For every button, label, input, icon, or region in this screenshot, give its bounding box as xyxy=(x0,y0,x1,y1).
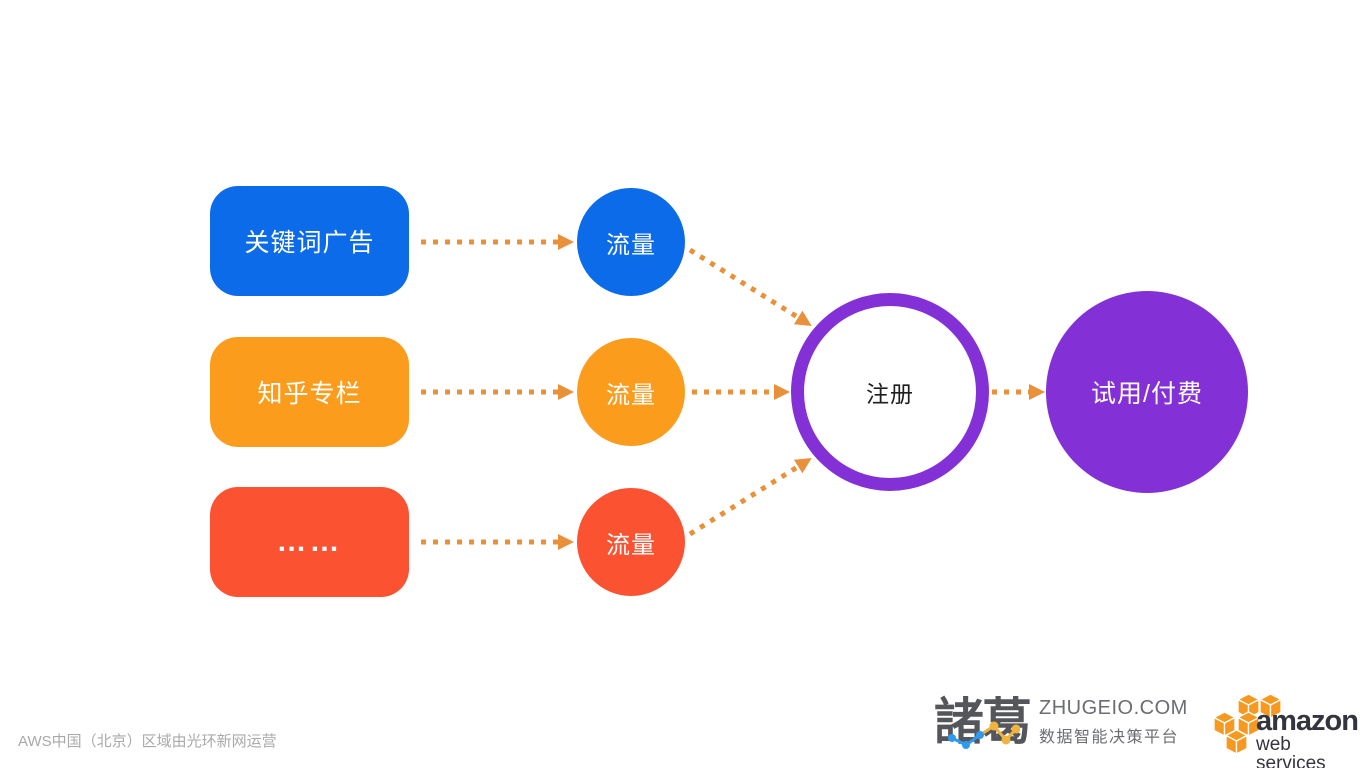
source-node-others: …… xyxy=(210,487,409,597)
zhugeio-logo: 諸葛 ZHUGEIO.COM 数据智能决策平台 xyxy=(934,691,1188,753)
source-node-zhihu-column: 知乎专栏 xyxy=(210,337,409,447)
traffic-node-label: 流量 xyxy=(606,231,656,259)
amazon-wordmark: amazon xyxy=(1256,705,1359,737)
zhuge-line-chart-icon xyxy=(948,721,1020,749)
aws-logo: amazon web services xyxy=(1212,692,1359,768)
source-node-label: 关键词广告 xyxy=(244,229,375,257)
traffic-node-label: 流量 xyxy=(606,381,656,409)
source-node-label: 知乎专栏 xyxy=(257,380,362,408)
traffic-node-1: 流量 xyxy=(577,188,685,296)
arrow-traffic3-to-register xyxy=(688,458,812,537)
register-node: 注册 xyxy=(791,293,989,491)
arrow-traffic1-to-register xyxy=(688,247,812,326)
web-services-text: web services xyxy=(1256,734,1326,768)
conversion-node: 试用/付费 xyxy=(1046,291,1248,493)
zhuge-domain-text: ZHUGEIO.COM xyxy=(1039,697,1188,719)
aws-region-disclaimer: AWS中国（北京）区域由光环新网运营 xyxy=(18,733,277,750)
zhuge-tagline: 数据智能决策平台 xyxy=(1039,729,1180,746)
source-node-label: …… xyxy=(276,525,343,558)
aws-logo-text: amazon web services xyxy=(1256,705,1359,768)
traffic-node-3: 流量 xyxy=(577,488,685,596)
source-node-keyword-ads: 关键词广告 xyxy=(210,186,409,296)
traffic-node-label: 流量 xyxy=(606,531,656,559)
conversion-node-label: 试用/付费 xyxy=(1091,380,1203,408)
zhuge-logo-text: ZHUGEIO.COM 数据智能决策平台 xyxy=(1039,697,1188,747)
register-node-label: 注册 xyxy=(866,381,914,407)
traffic-node-2: 流量 xyxy=(577,338,685,446)
